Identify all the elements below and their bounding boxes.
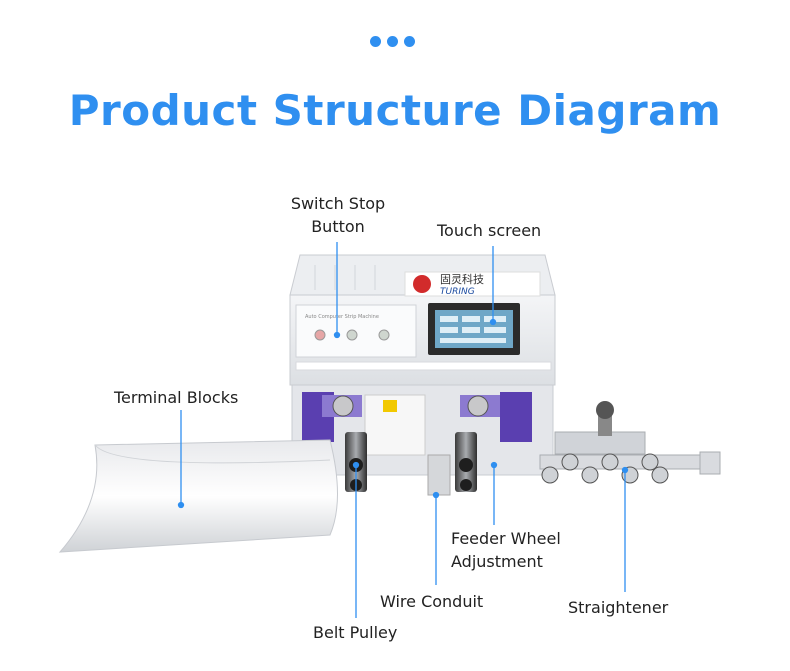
switch-button [346,329,358,341]
callout-feeder-wheel-line2: Adjustment [451,552,543,571]
scale-strip [295,361,552,371]
callout-touch-screen: Touch screen [437,221,542,240]
callout-wire-conduit: Wire Conduit [380,592,484,611]
terminal-blocks-tray [58,439,338,553]
feeder-wheel [455,432,477,492]
dot-icon [404,36,415,47]
straightener-part [539,401,721,484]
callout-feeder-wheel-adjustment: Feeder Wheel Adjustment [451,527,561,573]
panel-caption: Auto Computer Strip Machine [305,314,379,320]
reset-button [378,329,390,341]
callout-switch-stop-button: Switch Stop Button [282,192,394,238]
right-blade-assembly [460,392,532,442]
callout-terminal-blocks: Terminal Blocks [114,388,239,407]
callout-straightener: Straightener [568,598,669,617]
left-blade-assembly [302,392,426,456]
callout-switch-stop-line1: Switch Stop [290,194,386,213]
brand-logo: 固灵科技 TURING [404,271,541,297]
brand-cn-text: 固灵科技 [440,272,484,286]
callout-switch-stop-line2: Button [311,217,365,236]
dot-icon [387,36,398,47]
brand-en-text: TURING [440,287,475,297]
page-title: Product Structure Diagram [68,86,722,135]
dot-icon [370,36,381,47]
callout-feeder-wheel-line1: Feeder Wheel [451,529,561,548]
callout-belt-pulley: Belt Pulley [313,623,398,642]
stop-button [314,329,326,341]
decorative-dots [370,36,415,47]
control-panel: Auto Computer Strip Machine [295,304,417,358]
touch-screen-device [428,303,520,355]
callout-lines [177,242,629,618]
wire-conduit-part [427,454,451,496]
